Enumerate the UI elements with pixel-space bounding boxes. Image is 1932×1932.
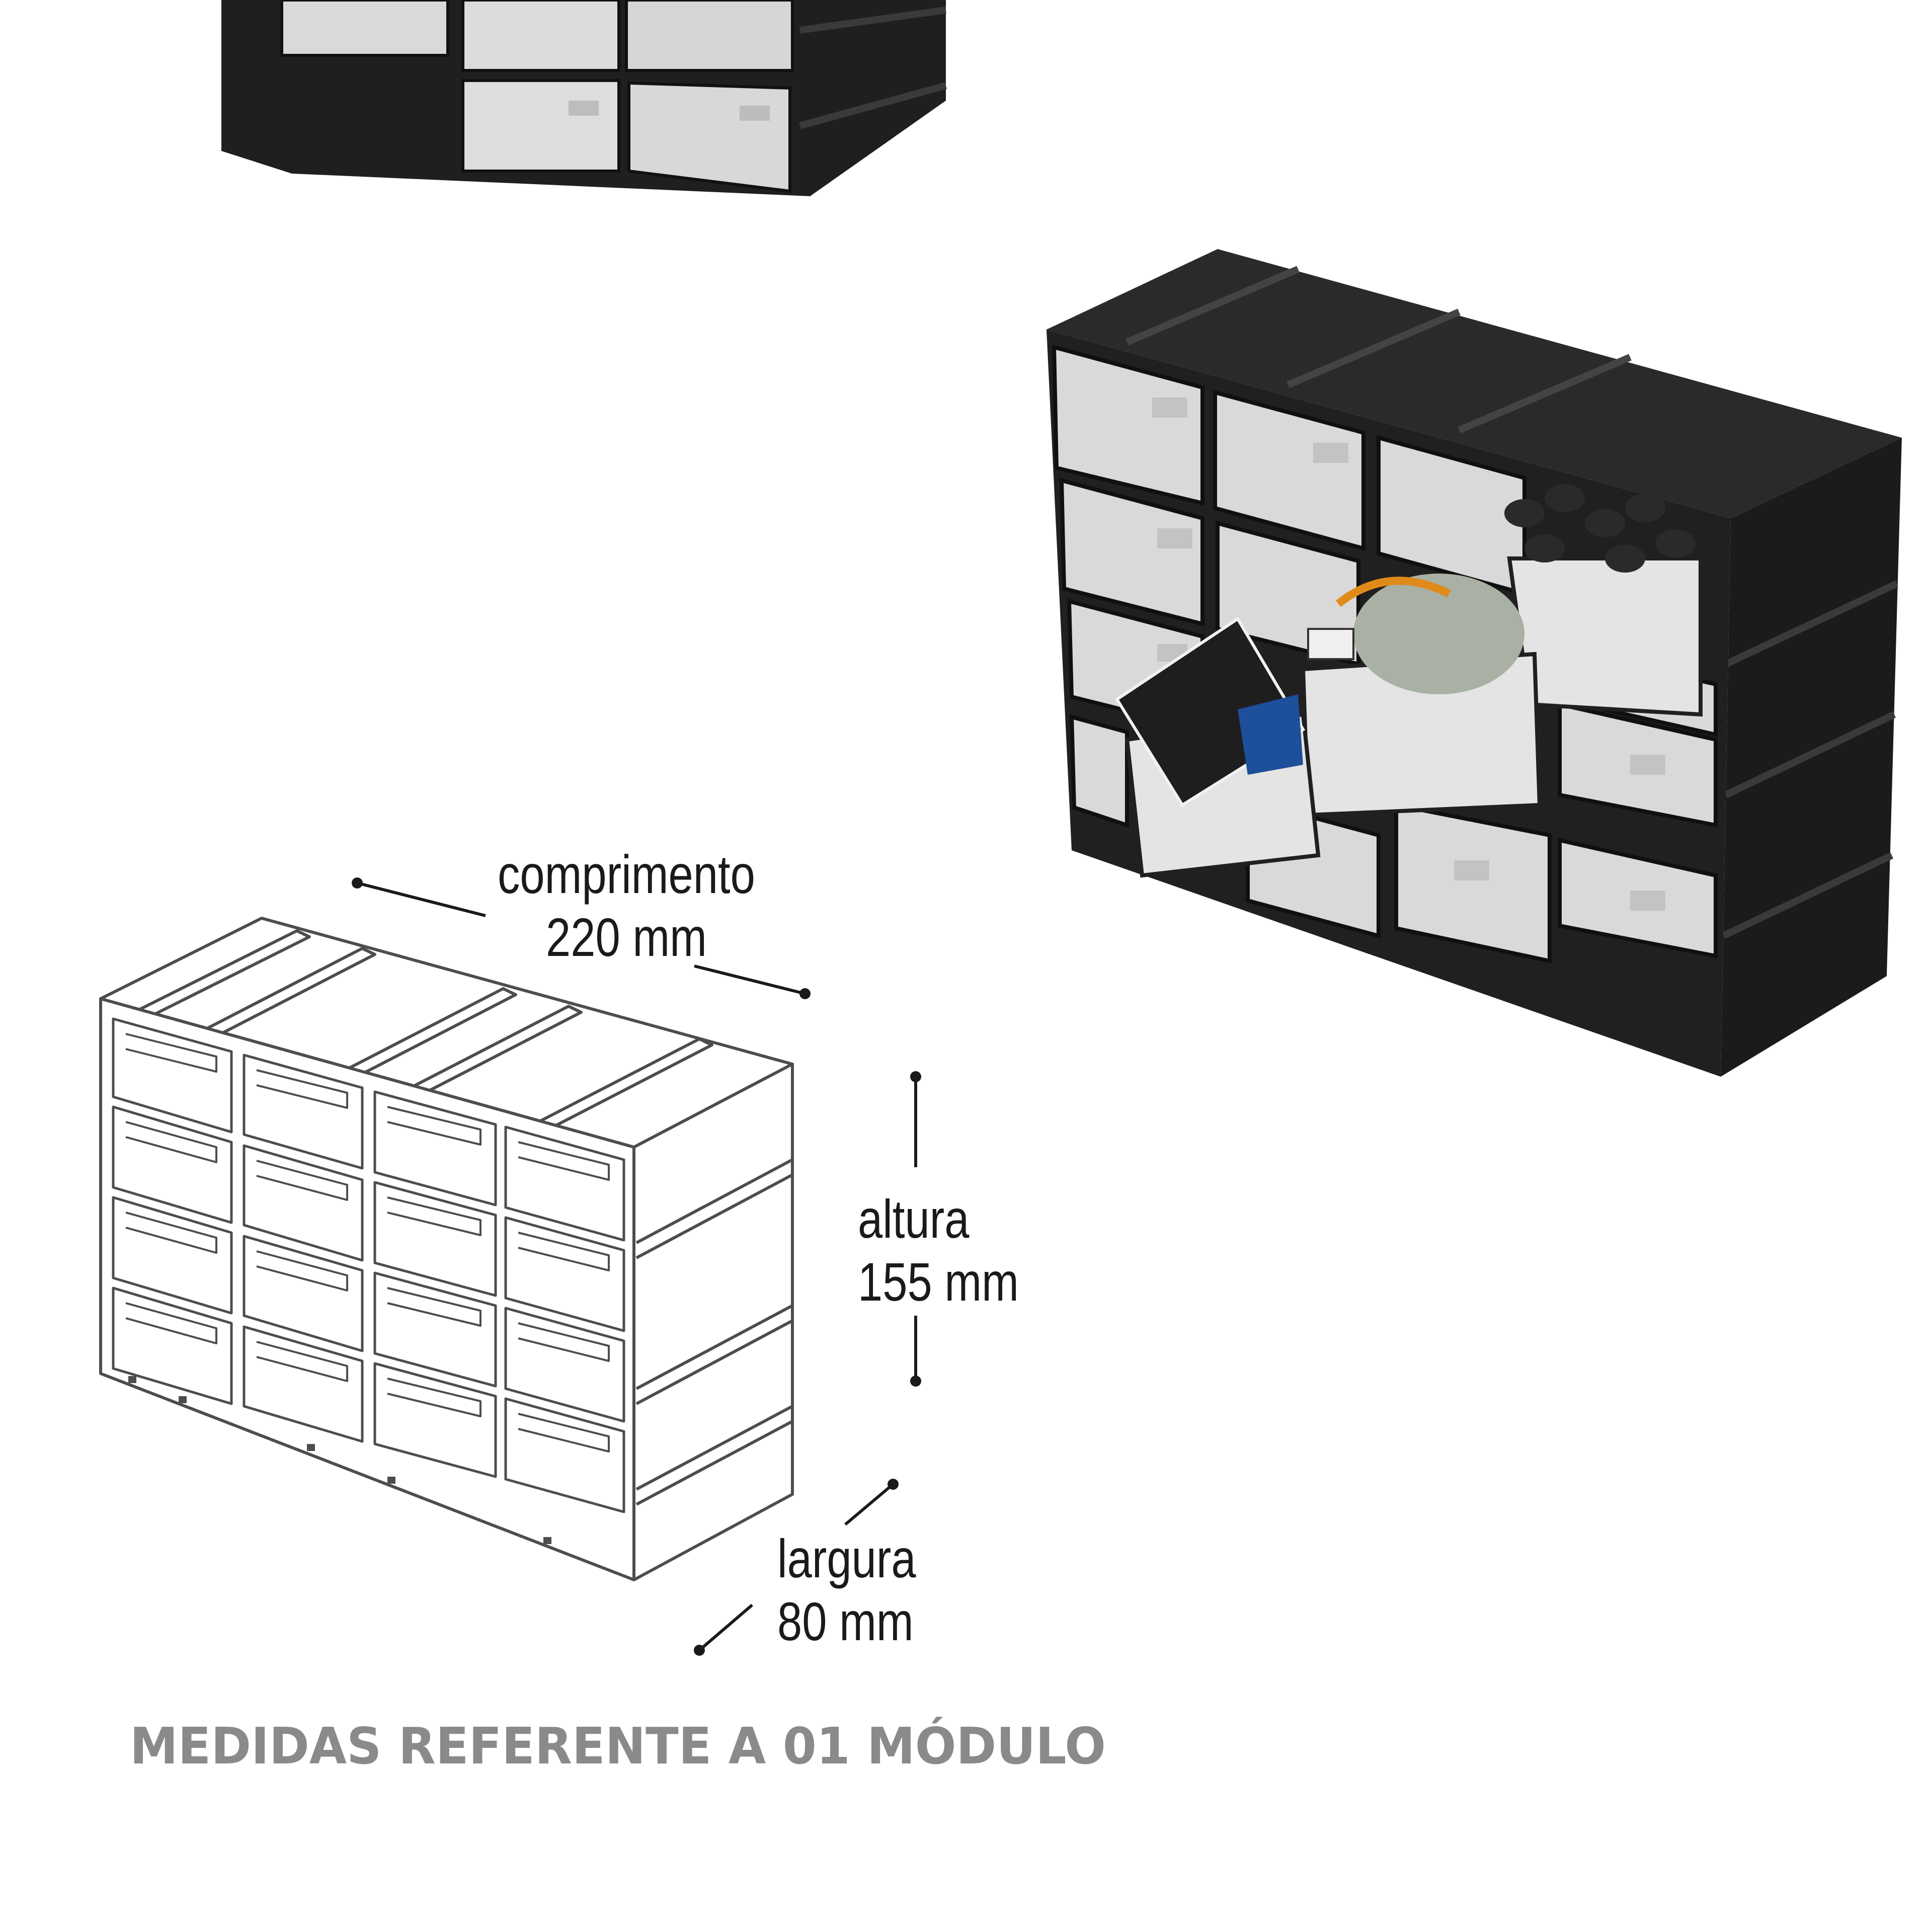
cabinet-photo-partial xyxy=(221,0,947,196)
dimension-length: comprimento 220 mm xyxy=(352,844,811,999)
dimension-dot-icon xyxy=(694,1645,705,1656)
cabinet-photo xyxy=(1046,249,1902,1077)
dimension-height: altura 155 mm xyxy=(858,1071,1019,1387)
capacitors-icon xyxy=(1504,484,1696,573)
cabinet-line-drawing xyxy=(99,917,794,1581)
dimension-length-label: comprimento xyxy=(498,844,755,905)
dimension-width: largura 80 mm xyxy=(694,1479,916,1656)
led-matrix-icon xyxy=(1114,616,1306,808)
measurement-note: MEDIDAS REFERENTE A 01 MÓDULO xyxy=(130,1717,1106,1776)
dimension-height-label: altura xyxy=(858,1189,970,1249)
dimension-width-value: 80 mm xyxy=(777,1591,914,1652)
dimension-height-value: 155 mm xyxy=(858,1252,1019,1312)
dimension-dot-icon xyxy=(910,1376,921,1387)
motor-icon xyxy=(1307,574,1524,694)
dimension-width-label: largura xyxy=(777,1528,916,1589)
dimension-dot-icon xyxy=(799,988,811,999)
dimension-length-value: 220 mm xyxy=(546,907,707,968)
